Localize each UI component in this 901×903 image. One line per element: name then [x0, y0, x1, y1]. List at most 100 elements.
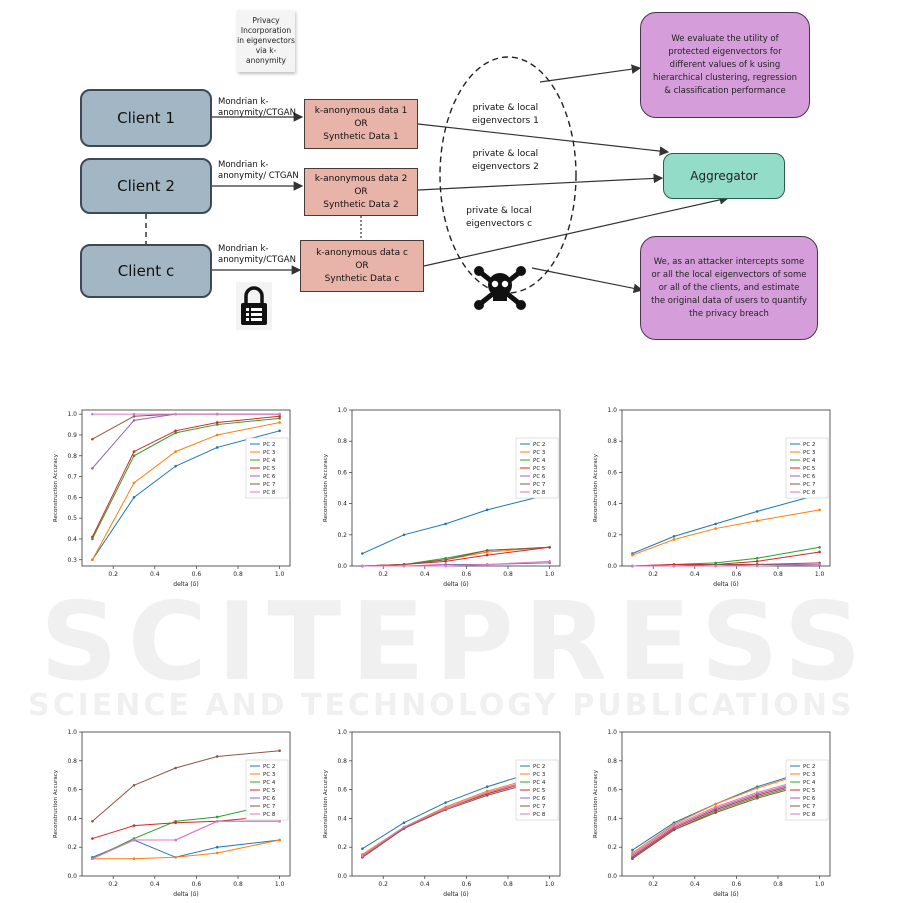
x-tick-label: 0.6 [462, 881, 472, 888]
data-point [402, 533, 406, 537]
y-tick-label: 0.6 [607, 787, 617, 794]
data-point [174, 429, 177, 433]
series-line-pc7 [362, 783, 529, 858]
arrow-datac-aggregator [423, 195, 730, 267]
series-line-pc8 [92, 820, 280, 860]
legend-entry: PC 2 [533, 764, 545, 770]
data-point [215, 845, 219, 849]
y-tick-label: 0.4 [607, 815, 617, 822]
series-line-pc5 [632, 783, 799, 858]
legend-entry: PC 8 [263, 490, 276, 496]
data-point [278, 412, 281, 416]
x-tick-label: 1.0 [275, 571, 285, 578]
data-point [174, 855, 177, 859]
data-point [132, 412, 136, 416]
skull-wrench-icon [474, 266, 526, 310]
edge-label-c: Mondrian k- anonymity/CTGAN [218, 244, 296, 265]
legend-entry: PC 4 [263, 780, 276, 786]
x-tick-label: 1.0 [275, 881, 285, 888]
data-point [631, 857, 634, 861]
x-tick-label: 0.8 [773, 881, 783, 888]
plot-frame [351, 731, 561, 877]
x-tick-label: 0.4 [420, 571, 430, 578]
data-point [174, 838, 177, 842]
x-tick-label: 0.4 [150, 571, 160, 578]
x-tick-label: 0.2 [108, 571, 118, 578]
data-point [714, 811, 717, 814]
eigen-label-1: private & local eigenvectors 1 [472, 103, 539, 126]
data-point [631, 853, 634, 856]
legend-entry: PC 3 [533, 450, 546, 456]
data-point [444, 522, 447, 526]
client-2-box: Client 2 [80, 158, 212, 214]
data-point [91, 437, 94, 441]
x-tick-label: 0.4 [420, 881, 430, 888]
y-axis-label: Reconstruction Accuracy [593, 769, 599, 838]
y-tick-label: 0.4 [337, 501, 347, 508]
legend-entry: PC 5 [533, 788, 546, 794]
data-point [278, 819, 281, 823]
series-line-pc3 [632, 509, 820, 556]
y-tick-label: 1.0 [67, 411, 77, 418]
x-tick-label: 0.4 [150, 881, 160, 888]
legend-entry: PC 7 [803, 482, 816, 488]
series-line-pc7 [632, 786, 799, 860]
legend-entry: PC 2 [803, 764, 815, 770]
y-tick-label: 1.0 [337, 407, 347, 414]
x-tick-label: 0.8 [233, 881, 243, 888]
data-point [132, 481, 136, 485]
legend-entry: PC 4 [533, 458, 546, 464]
y-tick-label: 0.8 [337, 438, 347, 445]
y-tick-label: 0.8 [607, 438, 617, 445]
legend-entry: PC 5 [803, 788, 816, 794]
data-point [215, 819, 219, 823]
legend-entry: PC 7 [803, 804, 816, 810]
x-tick-label: 0.8 [773, 571, 783, 578]
plot-frame [81, 731, 291, 877]
arrow-data1-aggregator [417, 123, 670, 156]
data-point [132, 454, 136, 458]
data-point [132, 419, 136, 422]
y-tick-label: 1.0 [337, 729, 347, 736]
watermark-title: SCITEPRESS [40, 580, 872, 705]
data-point [402, 821, 406, 825]
data-point [755, 510, 759, 513]
series-line-pc6 [92, 820, 280, 860]
data-point [91, 857, 94, 861]
data-box-2: k-anonymous data 2 OR Synthetic Data 2 [304, 168, 418, 216]
data-point [215, 446, 219, 449]
data-point [485, 785, 489, 789]
y-tick-label: 0.8 [607, 758, 617, 765]
y-tick-label: 0.4 [337, 815, 347, 822]
data-point [548, 545, 551, 549]
data-point [174, 431, 177, 435]
data-point [444, 564, 447, 568]
x-axis-label: delta (δ) [713, 891, 738, 898]
data-point [215, 421, 219, 424]
data-point [91, 537, 94, 541]
data-point [755, 786, 759, 790]
legend-entry: PC 5 [533, 466, 546, 472]
x-axis-label: delta (δ) [173, 891, 198, 898]
legend-entry: PC 6 [263, 796, 276, 802]
data-point [818, 545, 821, 549]
x-tick-label: 0.6 [192, 881, 202, 888]
data-point [215, 815, 219, 819]
y-tick-label: 0.8 [337, 758, 347, 765]
y-tick-label: 0.0 [607, 563, 617, 570]
y-tick-label: 0.4 [67, 815, 77, 822]
arrow-data2-aggregator [417, 173, 664, 191]
y-tick-label: 0.0 [607, 873, 617, 880]
data-point [818, 508, 821, 512]
data-point [444, 807, 447, 810]
data-point [818, 563, 821, 566]
data-point [91, 466, 94, 470]
data-point [631, 564, 634, 568]
y-tick-label: 0.9 [67, 432, 77, 439]
data-point [755, 519, 759, 523]
x-tick-label: 0.6 [732, 881, 742, 888]
data-point [91, 837, 94, 840]
legend-entry: PC 3 [263, 450, 276, 456]
plot-frame [81, 409, 291, 567]
